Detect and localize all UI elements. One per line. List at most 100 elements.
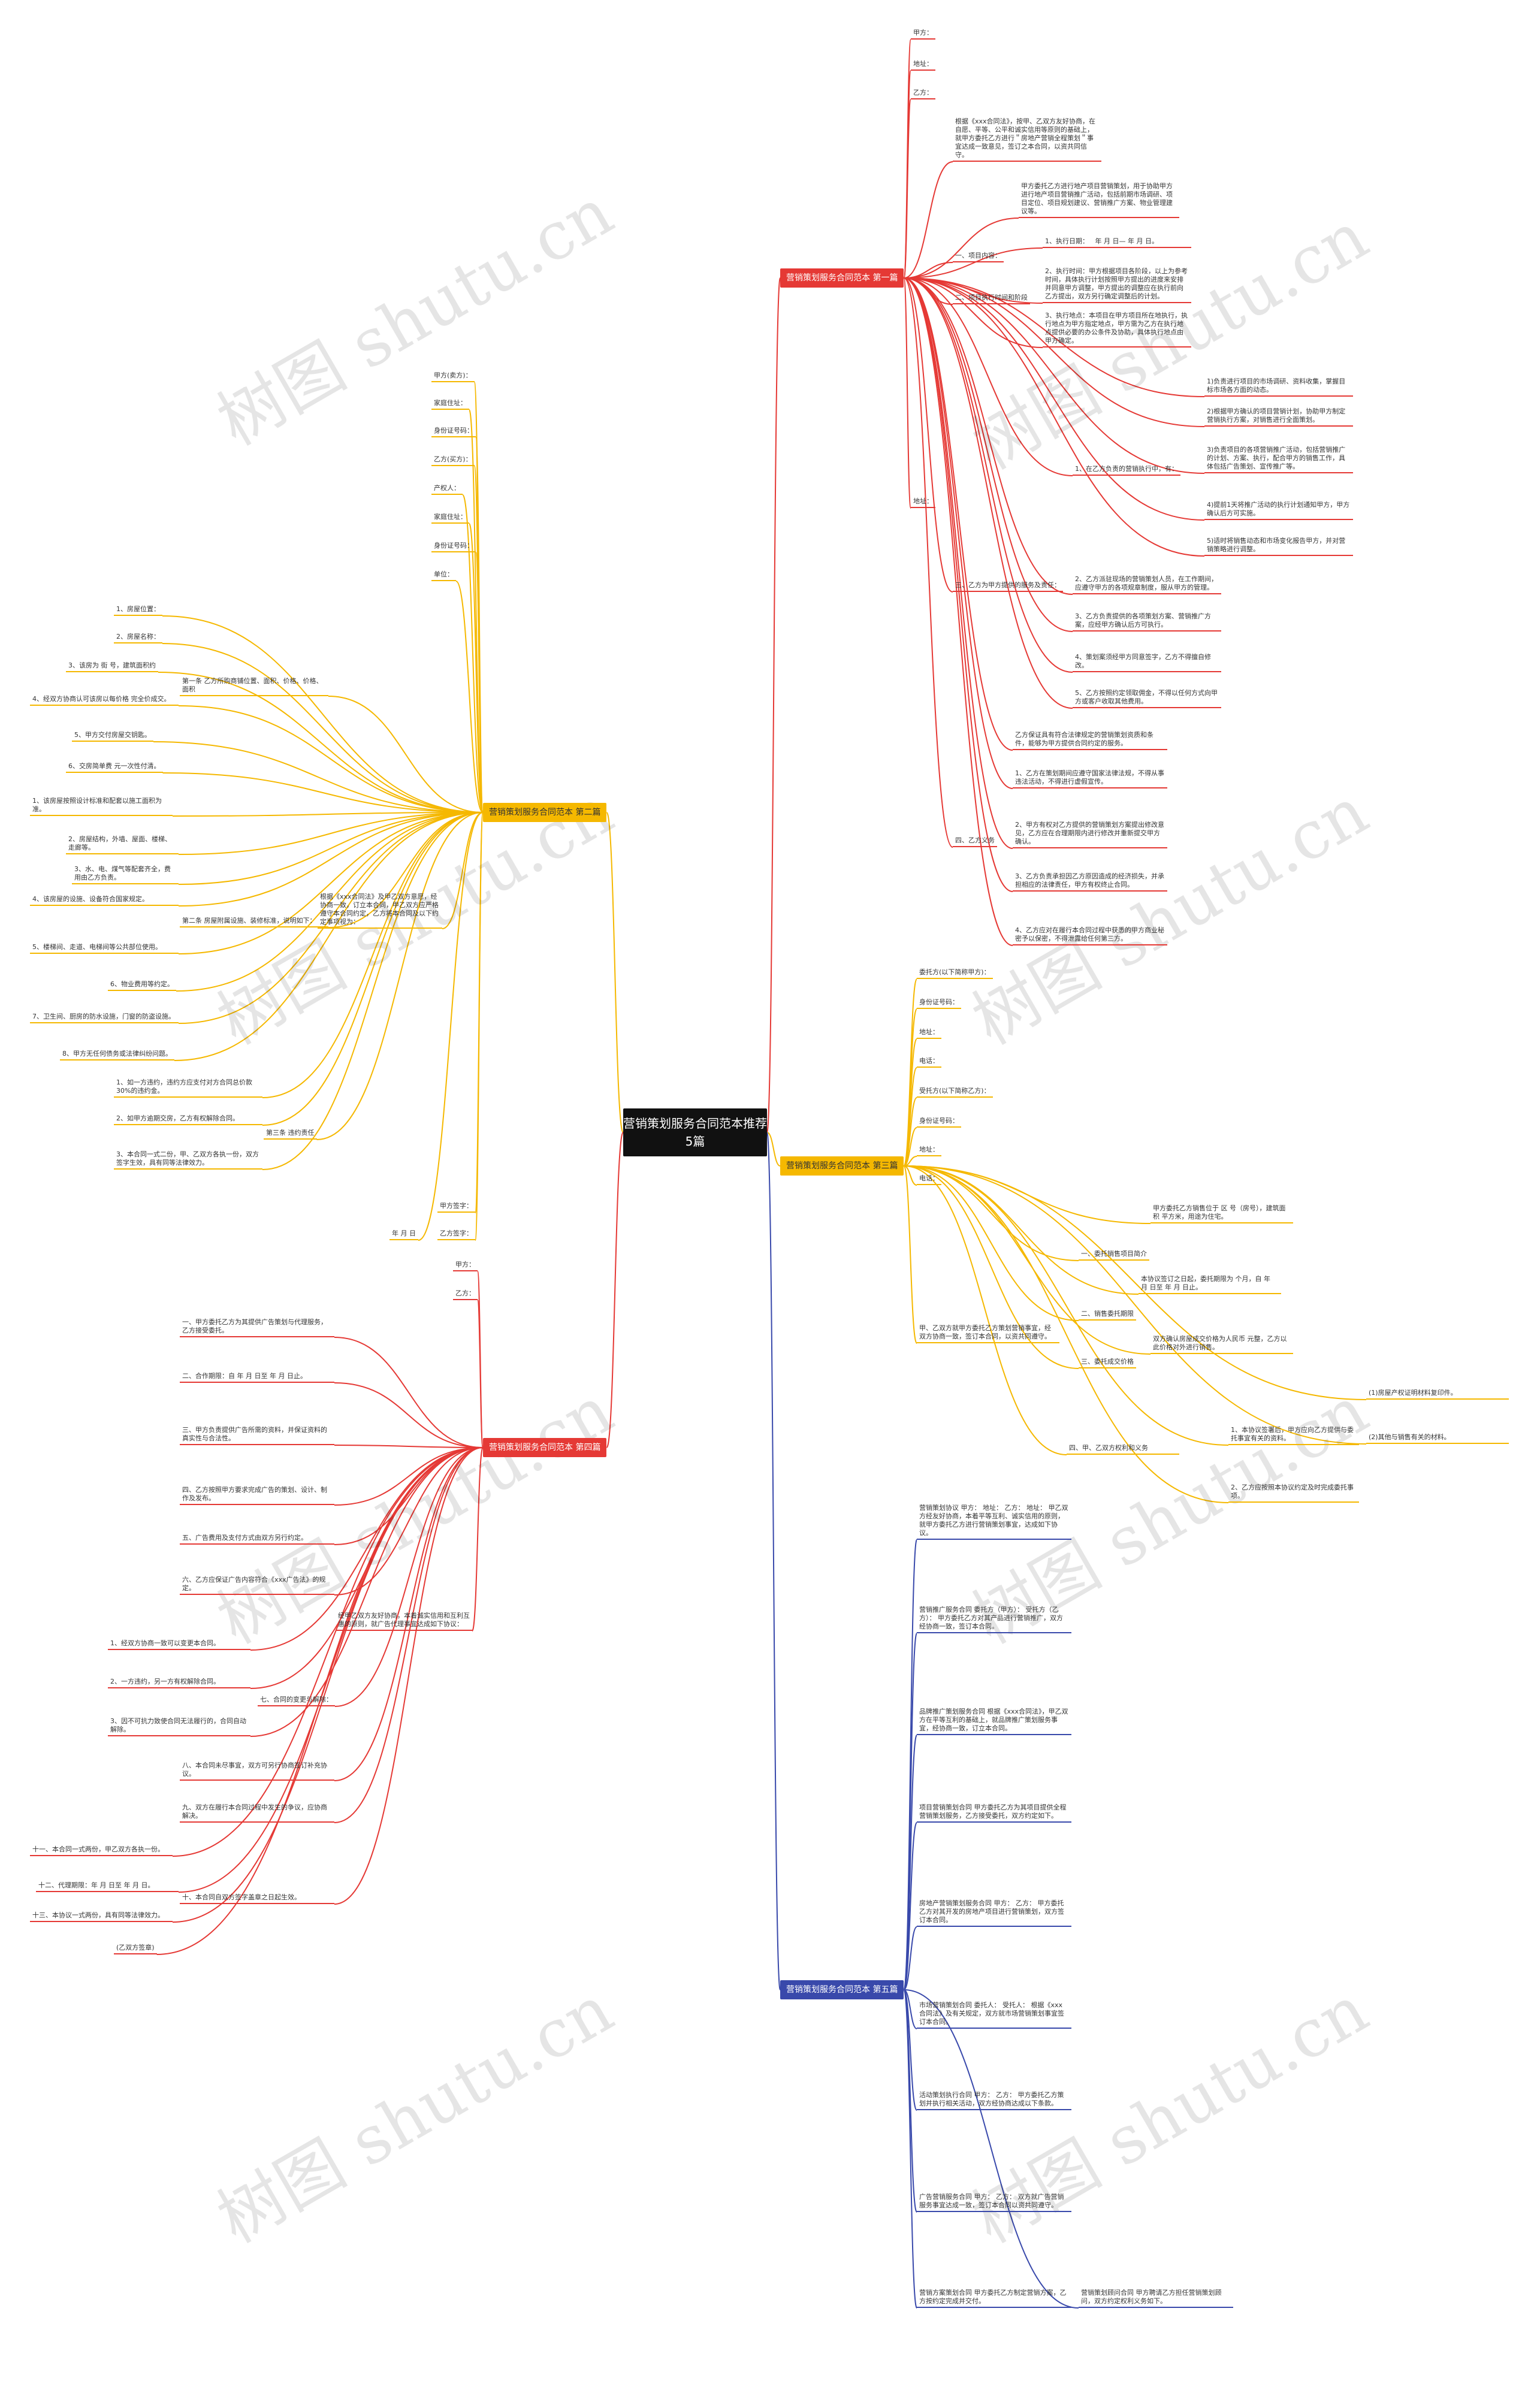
b5-para-4[interactable]: 房地产营销策划服务合同 甲方： 乙方： 甲方委托乙方对其开发的房地产项目进行营销… bbox=[917, 1899, 1071, 1927]
b1-s2[interactable]: 二、项目执行时间和阶段 bbox=[953, 294, 1030, 304]
b5-para-0[interactable]: 营销策划协议 甲方： 地址： 乙方： 地址： 甲乙双方经友好协商，本着平等互利、… bbox=[917, 1504, 1071, 1540]
b5-para-9[interactable]: 营销策划顾问合同 甲方聘请乙方担任营销策划顾问，双方约定权利义务如下。 bbox=[1079, 2289, 1233, 2308]
b2-t2-7[interactable]: 8、甲方无任何债务或法律纠纷问题。 bbox=[60, 1050, 174, 1061]
b4-seven-1[interactable]: 2、一方违约，另一方有权解除合同。 bbox=[108, 1678, 250, 1688]
b3-party-2[interactable]: 地址： bbox=[917, 1028, 941, 1039]
b5-para-3[interactable]: 项目营销策划合同 甲方委托乙方为其项目提供全程营销策划服务，乙方接受委托，双方约… bbox=[917, 1803, 1071, 1823]
b2-t3[interactable]: 第三条 违约责任 bbox=[264, 1129, 317, 1140]
branch-b3[interactable]: 营销策划服务合同范本 第三篇 bbox=[780, 1156, 904, 1176]
b2-t1-1[interactable]: 2、房屋名称： bbox=[114, 633, 162, 643]
branch-b2[interactable]: 营销策划服务合同范本 第二篇 bbox=[483, 803, 607, 822]
b2-t3-1[interactable]: 2、如甲方逾期交房，乙方有权解除合同。 bbox=[114, 1114, 262, 1125]
b3-party-6[interactable]: 地址： bbox=[917, 1146, 941, 1156]
b1-s1[interactable]: 一、项目内容： bbox=[953, 252, 1004, 262]
b5-para-1[interactable]: 营销推广服务合同 委托方（甲方）： 受托方（乙方）： 甲方委托乙方对其产品进行营… bbox=[917, 1606, 1071, 1633]
b2-party-5[interactable]: 家庭住址： bbox=[431, 513, 469, 524]
b2-sign-jia[interactable]: 甲方签字： bbox=[437, 1202, 475, 1213]
b3-c1-text[interactable]: 甲方委托乙方销售位于 区 号（房号），建筑面积 平方米，用途为住宅。 bbox=[1150, 1204, 1293, 1223]
b5-para-8[interactable]: 营销方案策划合同 甲方委托乙方制定营销方案，乙方按约定完成并交付。 bbox=[917, 2289, 1071, 2308]
b4-item-2[interactable]: 三、甲方负责提供广告所需的资料，并保证资料的真实性与合法性。 bbox=[180, 1426, 334, 1445]
b5-para-6[interactable]: 活动策划执行合同 甲方： 乙方： 甲方委托乙方策划并执行相关活动，双方经协商达成… bbox=[917, 2091, 1071, 2110]
b1-s4-lead[interactable]: 乙方保证具有符合法律规定的营销策划资质和条件，能够为甲方提供合同约定的服务。 bbox=[1013, 731, 1167, 750]
b1-s3-1[interactable]: 1、在乙方负责的营销执行中，有： bbox=[1073, 465, 1180, 476]
b3-party-3[interactable]: 电话： bbox=[917, 1057, 941, 1068]
b1-s2-2[interactable]: 2、执行时间：甲方根据项目各阶段，以上为参考时间，具体执行计划按照甲方提出的进度… bbox=[1043, 267, 1191, 303]
branch-b5[interactable]: 营销策划服务合同范本 第五篇 bbox=[780, 1980, 904, 1999]
b2-t1-5[interactable]: 6、交房简单费 元一次性付清。 bbox=[66, 762, 163, 773]
b3-lead[interactable]: 甲、乙双方就甲方委托乙方策划营销事宜，经双方协商一致，签订本合同，以资共同遵守。 bbox=[917, 1324, 1059, 1343]
b5-para-7[interactable]: 广告营销服务合同 甲方： 乙方： 双方就广告营销服务事宜达成一致，签订本合同以资… bbox=[917, 2193, 1071, 2212]
b3-party-4[interactable]: 受托方(以下简称乙方)： bbox=[917, 1087, 993, 1098]
b3-party-7[interactable]: 电话： bbox=[917, 1174, 941, 1185]
b2-t3-0[interactable]: 1、如一方违约，违约方应支付对方合同总价款30%的违约金。 bbox=[114, 1078, 262, 1098]
b3-c1[interactable]: 一、委托销售项目简介 bbox=[1079, 1250, 1149, 1261]
b2-party-4[interactable]: 产权人： bbox=[431, 484, 463, 495]
b5-para-2[interactable]: 品牌推广策划服务合同 根据《xxx合同法》，甲乙双方在平等互利的基础上，就品牌推… bbox=[917, 1708, 1071, 1735]
b1-addr[interactable]: 地址： bbox=[911, 60, 935, 71]
b1-s4-3[interactable]: 3、乙方负责承担因乙方原因造成的经济损失，并承担相应的法律责任，甲方有权终止合同… bbox=[1013, 872, 1167, 892]
branch-b1[interactable]: 营销策划服务合同范本 第一篇 bbox=[780, 268, 904, 288]
b1-s3-1-c[interactable]: 3)负责项目的各项营销推广活动，包括营销推广的计划、方案、执行，配合甲方的销售工… bbox=[1204, 446, 1353, 473]
b3-party-5[interactable]: 身份证号码： bbox=[917, 1117, 961, 1128]
b1-s4-4[interactable]: 4、乙方应对在履行本合同过程中获悉的甲方商业秘密予以保密，不得泄露给任何第三方。 bbox=[1013, 926, 1167, 945]
b4-item-3[interactable]: 四、乙方按照甲方要求完成广告的策划、设计、制作及发布。 bbox=[180, 1486, 334, 1505]
b1-s3-1-b[interactable]: 2)根据甲方确认的项目营销计划，协助甲方制定营销执行方案，对销售进行全面策划。 bbox=[1204, 407, 1353, 427]
b3-c2-text[interactable]: 本协议签订之日起，委托期限为 个月，自 年 月 日至 年 月 日止。 bbox=[1139, 1275, 1281, 1294]
b4-lead[interactable]: 经甲乙双方友好协商，本着诚实信用和互利互惠的原则，就广告代理事宜达成如下协议： bbox=[336, 1612, 472, 1631]
b2-t2-1[interactable]: 2、房屋结构，外墙、屋面、楼梯、走廊等。 bbox=[66, 835, 179, 854]
b4-jia[interactable]: 甲方： bbox=[453, 1261, 478, 1271]
b3-c4-1[interactable]: 1、本协议签署后，甲方应向乙方提供与委托事宜有关的资料。 bbox=[1228, 1426, 1359, 1445]
b2-t1[interactable]: 第一条 乙方所购商铺位置、面积、价格、价格、面积 bbox=[180, 677, 328, 696]
b4-ten[interactable]: 十、本合同自双方签字盖章之日起生效。 bbox=[180, 1893, 334, 1904]
root-node[interactable]: 营销策划服务合同范本推荐5篇 bbox=[623, 1108, 767, 1156]
b4-tail-1[interactable]: 十二、代理期限：年 月 日至 年 月 日。 bbox=[36, 1881, 179, 1892]
b2-party-1[interactable]: 家庭住址： bbox=[431, 399, 469, 410]
b1-s2-3[interactable]: 3、执行地点：本项目在甲方项目所在地执行，执行地点为甲方指定地点，甲方需为乙方在… bbox=[1043, 312, 1191, 348]
b3-c3-text[interactable]: 双方确认房屋成交价格为人民币 元整，乙方以此价格对外进行销售。 bbox=[1150, 1335, 1293, 1354]
b3-c4-2[interactable]: 2、乙方应按照本协议约定及时完成委托事项。 bbox=[1228, 1484, 1359, 1503]
b2-t3-2[interactable]: 3、本合同一式二份，甲、乙双方各执一份，双方签字生效，具有同等法律效力。 bbox=[114, 1150, 262, 1170]
b4-seven-2[interactable]: 3、因不可抗力致使合同无法履行的，合同自动解除。 bbox=[108, 1717, 250, 1736]
b1-addr-note[interactable]: 地址： bbox=[911, 497, 935, 508]
b2-date[interactable]: 年 月 日 bbox=[389, 1229, 418, 1240]
b2-t1-2[interactable]: 3、该房为 街 号，建筑面积约 bbox=[66, 661, 158, 672]
b1-s4-2[interactable]: 2、甲方有权对乙方提供的营销策划方案提出修改意见，乙方应在合理期限内进行修改并重… bbox=[1013, 821, 1167, 848]
b4-nine[interactable]: 九、双方在履行本合同过程中发生的争议，应协商解决。 bbox=[180, 1803, 334, 1823]
b2-party-3[interactable]: 乙方(买方)： bbox=[431, 455, 475, 466]
b2-party-2[interactable]: 身份证号码： bbox=[431, 427, 476, 437]
b3-c2[interactable]: 二、销售委托期限 bbox=[1079, 1310, 1136, 1321]
b4-item-5[interactable]: 六、乙方应保证广告内容符合《xxx广告法》的规定。 bbox=[180, 1576, 334, 1595]
b2-party-7[interactable]: 单位： bbox=[431, 570, 456, 581]
b1-s2-1[interactable]: 1、执行日期： 年 月 日— 年 月 日。 bbox=[1043, 237, 1191, 248]
b2-party-0[interactable]: 甲方(卖方)： bbox=[431, 371, 475, 382]
b4-tail-0[interactable]: 十一、本合同一式两份，甲乙双方各执一份。 bbox=[30, 1845, 173, 1856]
b3-c3[interactable]: 三、委托成交价格 bbox=[1079, 1358, 1136, 1368]
b2-t1-3[interactable]: 4、经双方协商认可该房以每价格 完全价成交。 bbox=[30, 695, 179, 706]
b3-party-0[interactable]: 委托方(以下简称甲方)： bbox=[917, 968, 993, 979]
b4-item-0[interactable]: 一、甲方委托乙方为其提供广告策划与代理服务，乙方接受委托。 bbox=[180, 1318, 334, 1337]
b1-intro[interactable]: 根据《xxx合同法》，按甲、乙双方友好协商，在自愿、平等、公平和诚实信用等原则的… bbox=[953, 117, 1101, 162]
b2-t1-4[interactable]: 5、甲方交付房屋交钥匙。 bbox=[72, 731, 153, 742]
b4-yi[interactable]: 乙方： bbox=[453, 1289, 478, 1300]
b3-party-1[interactable]: 身份证号码： bbox=[917, 998, 961, 1009]
b4-eight[interactable]: 八、本合同未尽事宜，双方可另行协商签订补充协议。 bbox=[180, 1762, 334, 1781]
branch-b4[interactable]: 营销策划服务合同范本 第四篇 bbox=[483, 1438, 607, 1457]
b3-c4-1-b[interactable]: (2)其他与销售有关的材料。 bbox=[1366, 1433, 1509, 1444]
b1-s3-3[interactable]: 3、乙方负责提供的各项策划方案、营销推广方案，应经甲方确认后方可执行。 bbox=[1073, 612, 1221, 632]
b1-s3-1-d[interactable]: 4)提前1天将推广活动的执行计划通知甲方，甲方确认后方可实施。 bbox=[1204, 501, 1353, 520]
b2-t2-6[interactable]: 7、卫生间、厨房的防水设施，门窗的防盗设施。 bbox=[30, 1013, 179, 1023]
b2-sign-yi[interactable]: 乙方签字： bbox=[437, 1229, 475, 1240]
b2-t2-3[interactable]: 4、该房屋的设施、设备符合国家规定。 bbox=[30, 895, 179, 906]
b2-t2[interactable]: 第二条 房屋附属设施、装修标准，说明如下： bbox=[180, 917, 328, 927]
b4-item-4[interactable]: 五、广告费用及支付方式由双方另行约定。 bbox=[180, 1534, 334, 1545]
b3-c4[interactable]: 四、甲、乙双方权利和义务 bbox=[1067, 1444, 1179, 1455]
b1-s4[interactable]: 四、乙方义务 bbox=[953, 836, 997, 847]
b4-item-6[interactable]: 七、合同的变更与解除： bbox=[258, 1696, 335, 1706]
b1-s4-1[interactable]: 1、乙方在策划期间应遵守国家法律法规，不得从事违法活动，不得进行虚假宣传。 bbox=[1013, 769, 1167, 788]
b4-tail-3[interactable]: (乙双方签章) bbox=[114, 1944, 157, 1954]
b2-t2-0[interactable]: 1、该房屋按照设计标准和配套以施工面积为准。 bbox=[30, 797, 173, 816]
b1-s3-2[interactable]: 2、乙方派驻现场的营销策划人员，在工作期间，应遵守甲方的各项规章制度，服从甲方的… bbox=[1073, 575, 1221, 594]
b1-s3-1-e[interactable]: 5)适时将销售动态和市场变化报告甲方，并对营销策略进行调整。 bbox=[1204, 537, 1353, 556]
b5-para-5[interactable]: 市场营销策划合同 委托人： 受托人： 根据《xxx合同法》及有关规定，双方就市场… bbox=[917, 2001, 1071, 2029]
b2-t1-0[interactable]: 1、房屋位置： bbox=[114, 605, 162, 616]
